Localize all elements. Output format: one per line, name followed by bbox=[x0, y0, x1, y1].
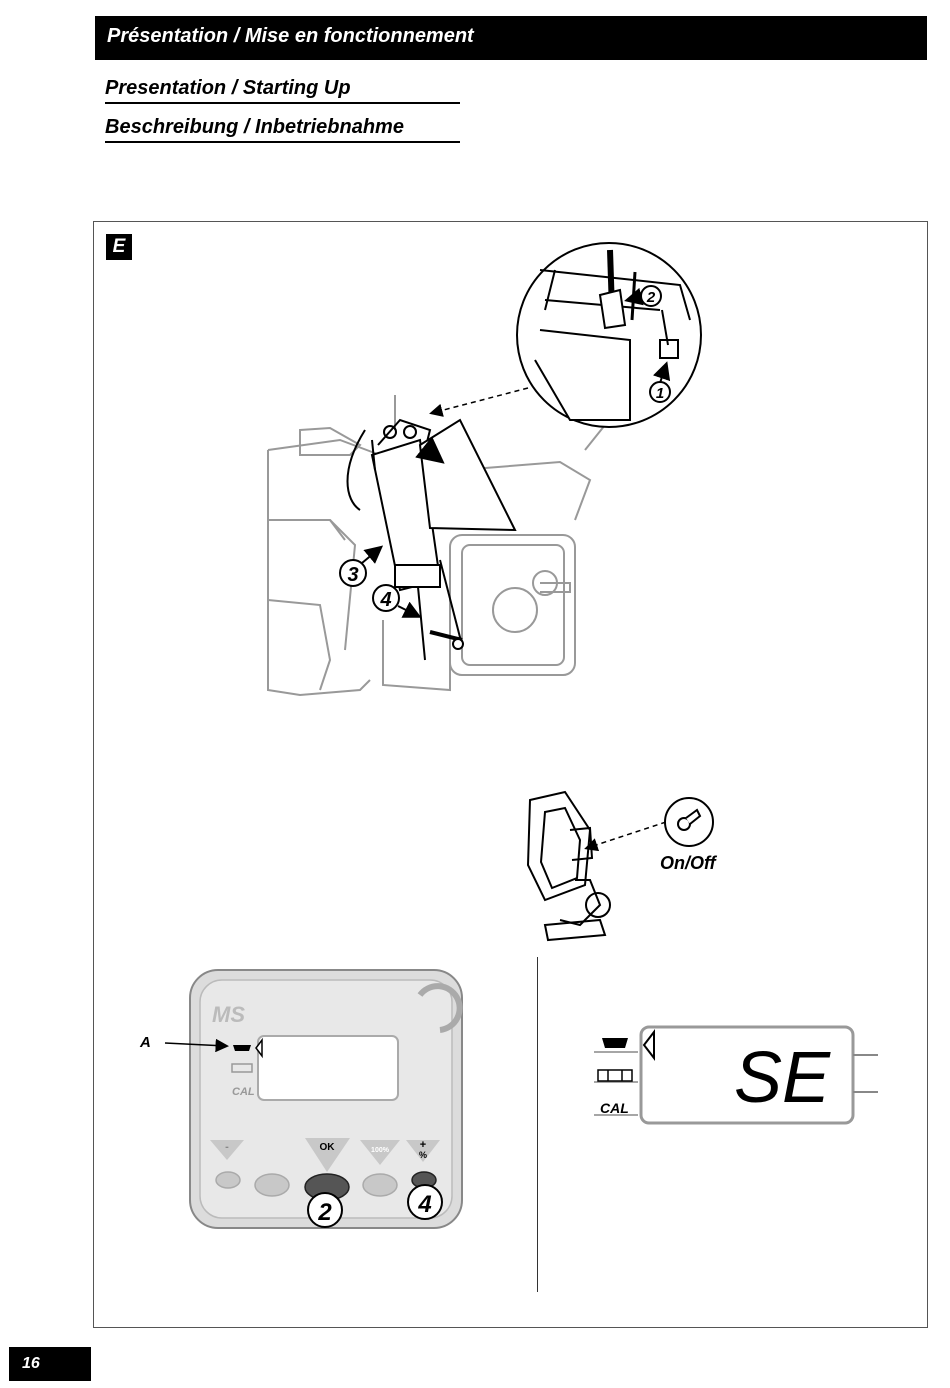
detail-pointer bbox=[429, 387, 529, 417]
page-title: Présentation / Mise en fonctionnement bbox=[107, 25, 474, 47]
plus-label: + bbox=[420, 1139, 426, 1151]
page-number: 16 bbox=[9, 1347, 91, 1381]
callout-3: 3 bbox=[339, 545, 384, 587]
callout-1-label: 1 bbox=[656, 385, 664, 402]
subtitle-english: Presentation / Starting Up bbox=[105, 77, 460, 104]
callout-1: 1 bbox=[649, 361, 671, 403]
console-callout-2: 2 bbox=[307, 1192, 343, 1228]
lcd-display: CAL SE bbox=[594, 1025, 878, 1125]
console-panel: MS CAL - OK 100% + % bbox=[189, 969, 463, 1229]
switch-label: On/Off bbox=[660, 853, 718, 873]
console-pointer-a: A bbox=[139, 1034, 229, 1053]
console-brand: MS bbox=[212, 1002, 245, 1027]
percent-label: % bbox=[419, 1150, 427, 1160]
callout-3-label: 3 bbox=[347, 564, 358, 586]
console-screen bbox=[257, 1035, 399, 1101]
hundred-label: 100% bbox=[371, 1147, 390, 1154]
lcd-readout: SE bbox=[734, 1038, 831, 1118]
lcd-flow-icon bbox=[597, 1069, 633, 1082]
header-bar: Présentation / Mise en fonctionnement bbox=[95, 16, 927, 60]
detail-magnifier bbox=[516, 242, 702, 428]
brand-logo-icon bbox=[417, 983, 463, 1033]
button-left[interactable] bbox=[254, 1173, 290, 1197]
callout-4: 4 bbox=[372, 584, 422, 618]
console-callout-4-label: 4 bbox=[417, 1191, 431, 1218]
switch-pointer bbox=[584, 821, 667, 852]
pointer-a-label: A bbox=[139, 1034, 151, 1051]
console-cursor-icon bbox=[255, 1037, 263, 1059]
panel-divider bbox=[537, 957, 538, 1292]
callout-2-label: 2 bbox=[646, 289, 656, 306]
flow-icon bbox=[231, 1063, 253, 1073]
section-letter: E bbox=[106, 234, 132, 260]
linkage-arm bbox=[346, 418, 517, 661]
switch-icon bbox=[664, 797, 714, 847]
callout-4-label: 4 bbox=[379, 589, 391, 611]
callout-2: 2 bbox=[624, 285, 662, 307]
lcd-cursor-icon bbox=[642, 1029, 655, 1061]
hopper-icon bbox=[233, 1045, 251, 1051]
console-cal-label: CAL bbox=[232, 1086, 255, 1098]
monitor-unit bbox=[526, 790, 611, 942]
button-minus[interactable] bbox=[215, 1171, 241, 1189]
lcd-cal-label: CAL bbox=[600, 1100, 629, 1116]
console-callout-4: 4 bbox=[407, 1184, 443, 1220]
subtitle-german: Beschreibung / Inbetriebnahme bbox=[105, 116, 460, 143]
figure-frame bbox=[93, 221, 928, 1328]
lcd-hopper-icon bbox=[602, 1038, 628, 1048]
console-callout-2-label: 2 bbox=[317, 1199, 332, 1226]
button-100[interactable] bbox=[362, 1173, 398, 1197]
machine-illustration bbox=[267, 395, 606, 697]
ok-label: OK bbox=[320, 1142, 336, 1153]
minus-label: - bbox=[225, 1141, 229, 1153]
